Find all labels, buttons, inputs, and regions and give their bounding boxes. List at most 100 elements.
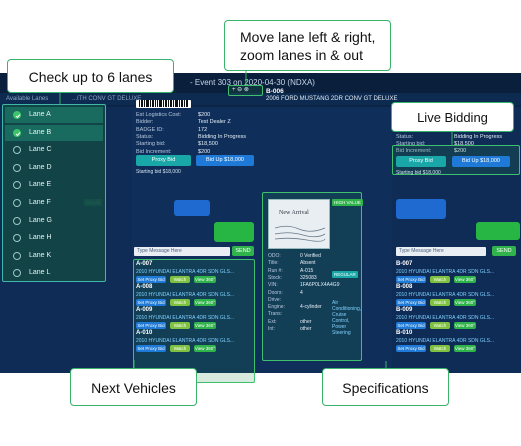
spec-label: Doors:: [268, 289, 283, 296]
proxy-bid-button-right[interactable]: Proxy Bid: [396, 156, 446, 167]
lane-g-checkbox[interactable]: Lane G: [5, 213, 103, 229]
next-vehicle-id: A-008: [136, 284, 153, 290]
lane-label: Lane A: [29, 111, 51, 118]
callout-move-lane: Move lane left & right, zoom lanes in & …: [224, 20, 391, 71]
set-proxy-bid-button[interactable]: Set Proxy Bid: [396, 299, 426, 306]
zoom-buttons[interactable]: + ⊖ ⊗: [232, 87, 249, 93]
next-vehicle-desc: 2010 HYUNDAI ELANTRA 4DR SDN GLS...: [396, 338, 495, 344]
next-vehicle-card[interactable]: A-007 2010 HYUNDAI ELANTRA 4DR SDN GLS...…: [134, 261, 254, 285]
spec-label: ODO:: [268, 253, 281, 259]
next-vehicle-id: B-010: [396, 330, 413, 336]
lane-a-info-row: BADGE ID:172: [136, 127, 207, 133]
lane-c-checkbox[interactable]: Lane C: [5, 142, 103, 158]
callout-next-vehicles: Next Vehicles: [70, 368, 197, 406]
next-vehicle-desc: 2010 HYUNDAI ELANTRA 4DR SDN GLS...: [396, 292, 495, 298]
next-vehicle-id: B-007: [396, 261, 413, 267]
info-value: $200: [198, 148, 211, 155]
view-360-button[interactable]: View 360°: [454, 299, 476, 306]
unchecked-icon: [13, 251, 21, 260]
next-vehicle-card[interactable]: B-010 2010 HYUNDAI ELANTRA 4DR SDN GLS...…: [394, 330, 514, 354]
lanes-header: Available Lanes: [0, 93, 521, 105]
set-proxy-bid-button[interactable]: Set Proxy Bid: [136, 299, 166, 306]
send-button-right[interactable]: SEND: [492, 246, 516, 256]
spec-row: Drive:: [268, 297, 281, 303]
message-input-left[interactable]: Type Message Here: [134, 247, 230, 256]
info-value: Test Dealer Z: [198, 119, 231, 126]
watch-button[interactable]: Watch: [430, 299, 450, 306]
spec-label: Drive:: [268, 296, 282, 303]
view-360-button[interactable]: View 360°: [454, 322, 476, 329]
watch-button[interactable]: Watch: [430, 276, 450, 283]
set-proxy-bid-button[interactable]: Set Proxy Bid: [136, 345, 166, 352]
bid-up-button-left[interactable]: Bid Up $18,000: [196, 155, 254, 166]
checked-icon: [13, 128, 21, 137]
spec-value: 4: [300, 289, 303, 296]
zoom-controls[interactable]: [228, 85, 263, 96]
lane-k-checkbox[interactable]: Lane K: [5, 248, 103, 264]
view-360-button[interactable]: View 360°: [194, 322, 216, 329]
unchecked-icon: [13, 163, 21, 172]
info-label: Status:: [136, 133, 154, 140]
spec-value: 325083: [300, 274, 317, 281]
spec-label: Int:: [268, 326, 275, 332]
lane-h-checkbox[interactable]: Lane H: [5, 230, 103, 246]
set-proxy-bid-button[interactable]: Set Proxy Bid: [136, 276, 166, 283]
set-proxy-bid-button[interactable]: Set Proxy Bid: [396, 276, 426, 283]
info-label: Est Logistics Cost:: [136, 112, 182, 118]
unchecked-icon: [13, 181, 21, 190]
spec-row: Trans:: [268, 311, 282, 317]
lane-b-info-row: Starting bid:$18,500: [396, 141, 474, 147]
lane-l-checkbox[interactable]: Lane L: [5, 265, 103, 281]
spec-label: Stock:: [268, 274, 282, 281]
watch-button[interactable]: Watch: [170, 345, 190, 352]
next-vehicle-id: B-008: [396, 284, 413, 290]
watch-button[interactable]: Watch: [430, 322, 450, 329]
spec-row: VIN:1FA6P0LX4A4G9: [268, 282, 339, 288]
spec-label: Trans:: [268, 311, 282, 318]
lane-d-checkbox[interactable]: Lane D: [5, 160, 103, 176]
lane-a-checkbox[interactable]: Lane A: [5, 107, 103, 123]
watch-button[interactable]: Watch: [170, 322, 190, 329]
spec-label: Engine:: [268, 304, 285, 311]
send-button-left[interactable]: SEND: [232, 246, 254, 256]
next-vehicle-card[interactable]: B-008 2010 HYUNDAI ELANTRA 4DR SDN GLS...…: [394, 284, 514, 308]
lane-label: Lane D: [29, 163, 52, 171]
spec-row: Ext:other: [268, 319, 311, 325]
view-360-button[interactable]: View 360°: [194, 299, 216, 306]
watch-button[interactable]: Watch: [170, 299, 190, 306]
set-proxy-bid-button[interactable]: Set Proxy Bid: [136, 322, 166, 329]
checked-icon: [13, 111, 21, 119]
bid-up-button-right[interactable]: Bid Up $18,000: [452, 156, 510, 167]
proxy-bid-button-left[interactable]: Proxy Bid: [136, 155, 191, 166]
lane-label: Lane F: [29, 199, 51, 206]
view-360-button[interactable]: View 360°: [454, 345, 476, 352]
watch-button[interactable]: Watch: [430, 345, 450, 352]
message-input-right[interactable]: Type Message Here: [396, 247, 486, 256]
lane-b-info-row: Status:Bidding In Progress: [396, 134, 502, 140]
watch-button[interactable]: Watch: [170, 276, 190, 283]
lane-label: Lane L: [29, 269, 51, 277]
lane-e-checkbox[interactable]: Lane E: [5, 177, 103, 193]
spec-row: Run #:A-015: [268, 268, 313, 274]
set-proxy-bid-button[interactable]: Set Proxy Bid: [396, 345, 426, 352]
next-vehicle-id: A-010: [136, 330, 153, 336]
lane-label: Lane K: [29, 251, 52, 259]
next-vehicle-desc: 2010 HYUNDAI ELANTRA 4DR SDN GLS...: [136, 269, 235, 275]
starting-bid-left: Starting bid $18,000: [136, 169, 181, 175]
view-360-button[interactable]: View 360°: [454, 276, 476, 283]
view-360-button[interactable]: View 360°: [194, 276, 216, 283]
unchecked-icon: [13, 269, 21, 278]
vehicle-title-left: ...ITH CONV GT DELUXE: [72, 96, 142, 102]
spec-row: Engine:4-cylinder: [268, 304, 322, 311]
lane-f-checkbox[interactable]: Lane F: [5, 195, 103, 211]
lane-label: Lane B: [29, 128, 52, 136]
lane-b-checkbox[interactable]: Lane B: [5, 124, 103, 141]
view-360-button[interactable]: View 360°: [194, 345, 216, 352]
set-proxy-bid-button[interactable]: Set Proxy Bid: [396, 322, 426, 329]
next-vehicle-id: A-007: [136, 261, 153, 267]
